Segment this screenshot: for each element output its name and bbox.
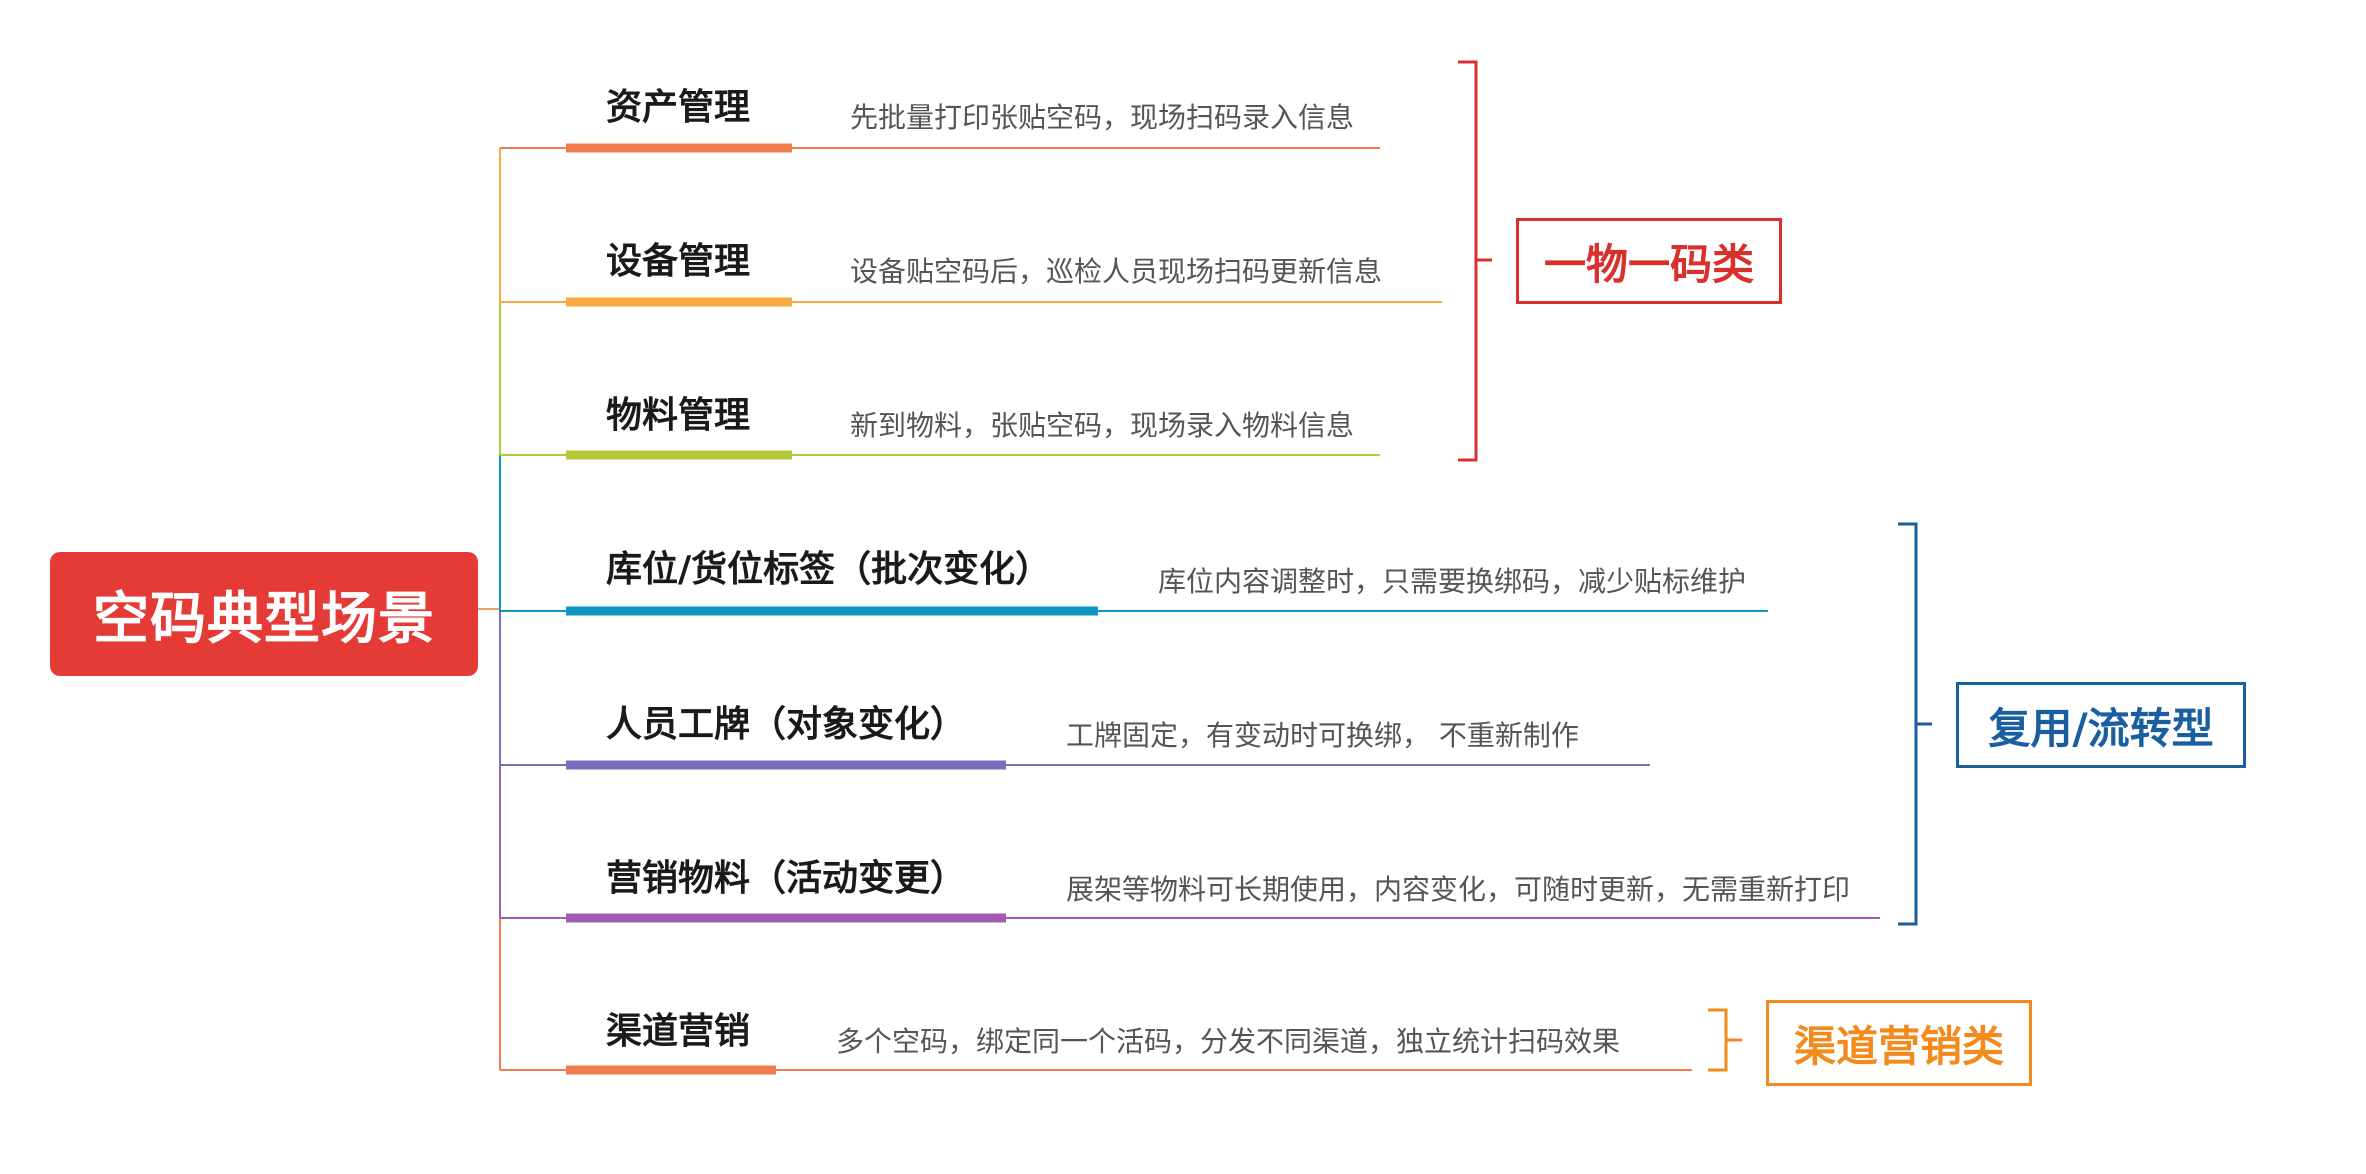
category-bracket	[1708, 1008, 1728, 1072]
category-reuse-circulation: 复用/流转型	[1956, 682, 2246, 768]
branch-title: 人员工牌（对象变化）	[606, 704, 967, 745]
branch-description: 先批量打印张贴空码，现场扫码录入信息	[850, 101, 1355, 134]
category-bracket	[1898, 522, 1918, 926]
category-bracket	[1458, 60, 1478, 462]
category-label: 一物一码类	[1543, 239, 1754, 289]
category-label: 复用/流转型	[1988, 703, 2214, 753]
branch-description: 多个空码，绑定同一个活码，分发不同渠道，独立统计扫码效果	[836, 1025, 1621, 1058]
root-node-label: 空码典型场景	[93, 586, 435, 652]
branch-description: 设备贴空码后，巡检人员现场扫码更新信息	[850, 255, 1383, 288]
category-one-item-one-code: 一物一码类	[1516, 218, 1782, 304]
branch-title: 物料管理	[606, 395, 751, 436]
branch-title: 设备管理	[606, 241, 751, 282]
branch-title: 资产管理	[606, 87, 751, 128]
branch-description: 新到物料，张贴空码，现场录入物料信息	[850, 409, 1355, 442]
category-label: 渠道营销类	[1793, 1021, 2004, 1071]
branch-description: 展架等物料可长期使用，内容变化，可随时更新，无需重新打印	[1066, 873, 1851, 906]
branch-title: 营销物料（活动变更）	[606, 858, 967, 899]
branch-description: 库位内容调整时，只需要换绑码，减少贴标维护	[1158, 565, 1747, 598]
root-node: 空码典型场景	[50, 552, 478, 676]
branch-description: 工牌固定，有变动时可换绑， 不重新制作	[1066, 719, 1579, 752]
branch-title: 库位/货位标签（批次变化）	[606, 549, 1052, 590]
category-channel-marketing: 渠道营销类	[1766, 1000, 2032, 1086]
branch-title: 渠道营销	[606, 1011, 751, 1052]
